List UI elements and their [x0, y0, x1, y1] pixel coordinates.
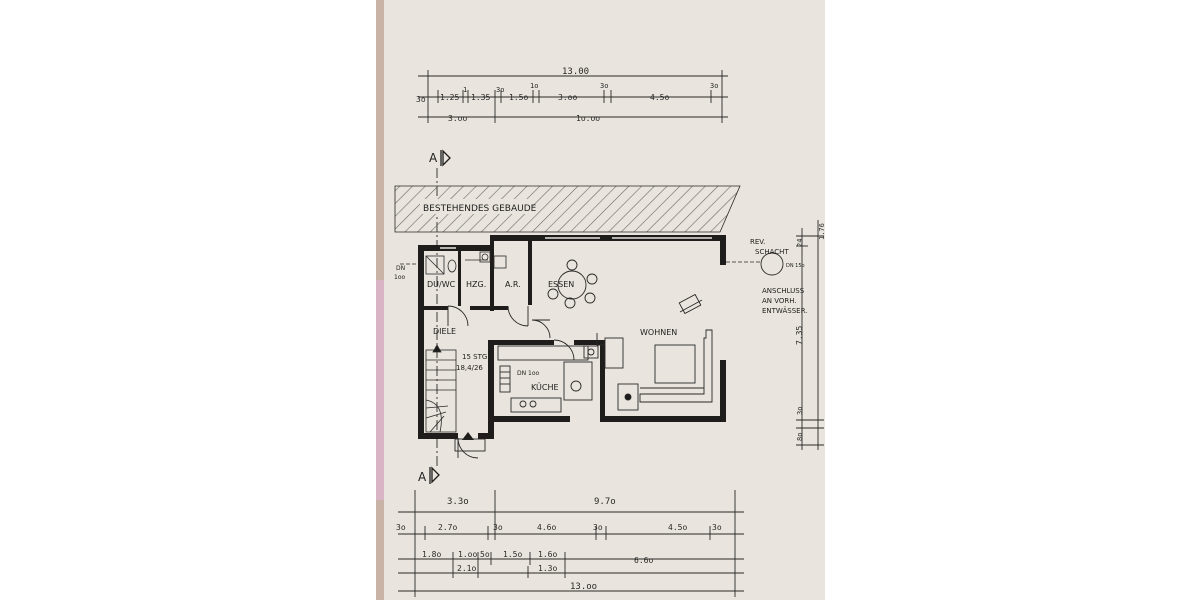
dim-bottom-total: 13.oo	[570, 582, 597, 592]
dim-top-r2-11: 3o	[710, 82, 718, 90]
room-label-essen: ESSEN	[548, 280, 574, 289]
kitchen-fixtures	[497, 345, 599, 413]
room-label-diele: DIELE	[433, 327, 456, 336]
dim-bottom-r2-5: 3o	[593, 523, 603, 532]
dim-bottom-r3-3: 5o	[480, 550, 490, 559]
dim-top-total: 13.00	[562, 67, 589, 77]
revision-shaft-icon	[760, 252, 784, 276]
dim-top-r2-5: 3o	[496, 86, 504, 94]
entry-step	[454, 438, 486, 452]
dim-top-r3-1: 3.oo	[448, 114, 467, 123]
stairs-ratio: 18,4/26	[456, 364, 483, 372]
dim-top-r2-1: 3o	[416, 95, 426, 104]
wet-room-fixtures	[425, 251, 507, 275]
dim-bottom-r1-2: 9.7o	[594, 497, 616, 507]
schacht-label: SCHACHT	[755, 248, 789, 256]
room-label-wohnen: WOHNEN	[640, 328, 677, 337]
existing-building-label: BESTEHENDES GEBAUDE	[423, 204, 537, 214]
room-label-kuche: KÜCHE	[531, 382, 559, 392]
dim-bottom-r2-7: 3o	[712, 523, 722, 532]
stairs	[425, 344, 457, 433]
dining-table	[547, 259, 598, 309]
dim-top-r2-6: 1.5o	[509, 93, 528, 102]
dim-bottom-r2-4: 4.6o	[537, 523, 556, 532]
bottom-dimension-chain	[398, 490, 744, 597]
dim-top-r3-2: 1o.oo	[576, 114, 600, 123]
dim-bottom-r2-2: 2.7o	[438, 523, 457, 532]
dim-top-r2-3: 1	[463, 86, 467, 94]
dn-left-size: 1oo	[394, 274, 405, 281]
existing-building: BESTEHENDES GEBAUDE	[394, 185, 741, 233]
dim-top-r2-8: 3.oo	[558, 93, 577, 102]
top-dimension-chain	[418, 70, 728, 123]
dim-bottom-r3-4: 1.5o	[503, 550, 522, 559]
dn-kitchen: DN 1oo	[517, 370, 540, 377]
dim-top-r2-2: 1.25	[440, 93, 459, 102]
dn-left-label: DN	[396, 265, 405, 272]
right-dimension-chain	[796, 220, 824, 450]
section-marker-bottom: A	[418, 466, 440, 484]
dim-bottom-r3-6: 6.6o	[634, 556, 653, 565]
room-label-hzg: HZG.	[466, 280, 486, 289]
dim-right-3: 7.35	[795, 326, 804, 345]
dim-top-r2-7: 1o	[530, 82, 538, 90]
windows	[440, 237, 712, 249]
dim-bottom-r4-2: 1.3o	[538, 564, 557, 573]
entry-arrow-icon	[462, 432, 474, 440]
rev-label: REV.	[750, 238, 765, 246]
dim-bottom-r1-1: 3.3o	[447, 497, 469, 507]
dim-top-r2-9: 3o	[600, 82, 608, 90]
armchair	[678, 293, 703, 315]
dim-bottom-r2-1: 3o	[396, 523, 406, 532]
dim-right-2: 1.76	[818, 223, 826, 240]
dim-bottom-r3-1: 1.8o	[422, 550, 441, 559]
dim-bottom-r3-2: 1.oo	[458, 550, 477, 559]
sofa	[596, 329, 713, 403]
dim-bottom-r2-3: 3o	[493, 523, 503, 532]
room-label-du-wc: DU/WC	[427, 280, 456, 289]
dim-bottom-r4-1: 2.1o	[457, 564, 476, 573]
room-label-ar: A.R.	[505, 280, 521, 289]
dim-right-4: 3o	[796, 407, 804, 415]
stairs-ratio-sup: 2	[488, 361, 491, 367]
section-marker-top: A	[429, 149, 451, 167]
paper-sheet	[384, 0, 825, 600]
plan-annotations: DN 1oo 15 STG 18,4/26 2 DN 1oo REV. SCHA…	[394, 238, 807, 377]
room-labels: DU/WC HZG. A.R. ESSEN WOHNEN DIELE KÜCHE	[427, 280, 677, 392]
connection-line-1: ANSCHLUSS	[762, 287, 805, 295]
stairs-count: 15 STG	[462, 353, 487, 361]
connection-line-3: ENTWÄSSER.	[762, 306, 807, 315]
dim-right-5: 8o	[796, 433, 804, 441]
dim-bottom-r2-6: 4.5o	[668, 523, 687, 532]
dim-top-r2-10: 4.5o	[650, 93, 669, 102]
section-label-bottom: A	[418, 470, 427, 484]
dim-bottom-r3-5: 1.6o	[538, 550, 557, 559]
dim-top-r2-4: 1.35	[471, 93, 490, 102]
dn-shaft-label: DN 15o	[786, 263, 805, 269]
dim-right-1: 24	[796, 239, 804, 247]
connection-line-2: AN VORH.	[762, 297, 797, 305]
section-label-top: A	[429, 151, 438, 165]
stove	[617, 383, 639, 411]
